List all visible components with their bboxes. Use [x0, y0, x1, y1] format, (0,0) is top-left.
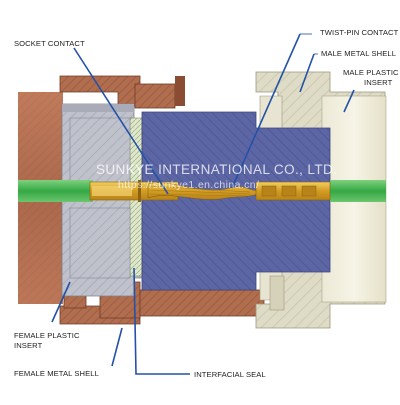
wire	[18, 180, 386, 202]
male-insert-body	[141, 111, 331, 291]
insert-upper-block	[69, 117, 131, 185]
watermark-company: SUNKYE INTERNATIONAL CO., LTD.	[96, 162, 338, 177]
leader-interfacial-seal	[133, 267, 190, 375]
label-male-plastic-insert-1: MALE PLASTIC	[343, 68, 399, 77]
leader-female-plastic-insert	[51, 281, 71, 323]
twist-pin-contact	[147, 181, 331, 201]
label-male-plastic-insert-2: INSERT	[364, 78, 393, 87]
label-twist-pin-contact: TWIST-PIN CONTACT	[320, 28, 399, 37]
label-male-metal-shell: MALE METAL SHELL	[321, 49, 397, 58]
watermark-url: https://sunkye1.en.china.cn/	[118, 179, 260, 191]
insert-lower-block	[69, 207, 131, 279]
label-female-plastic-insert-2: INSERT	[14, 341, 43, 350]
leader-female-metal-shell	[111, 327, 123, 367]
leader-twist-pin-contact	[231, 33, 301, 189]
leader-male-plastic-insert	[343, 89, 355, 113]
label-female-metal-shell: FEMALE METAL SHELL	[14, 369, 99, 378]
leader-male-metal-shell	[299, 53, 315, 93]
label-interfacial-seal: INTERFACIAL SEAL	[194, 370, 266, 379]
leader-lines	[51, 33, 355, 375]
leader-socket-contact	[73, 47, 169, 195]
label-female-plastic-insert-1: FEMALE PLASTIC	[14, 331, 80, 340]
label-socket-contact: SOCKET CONTACT	[14, 39, 85, 48]
